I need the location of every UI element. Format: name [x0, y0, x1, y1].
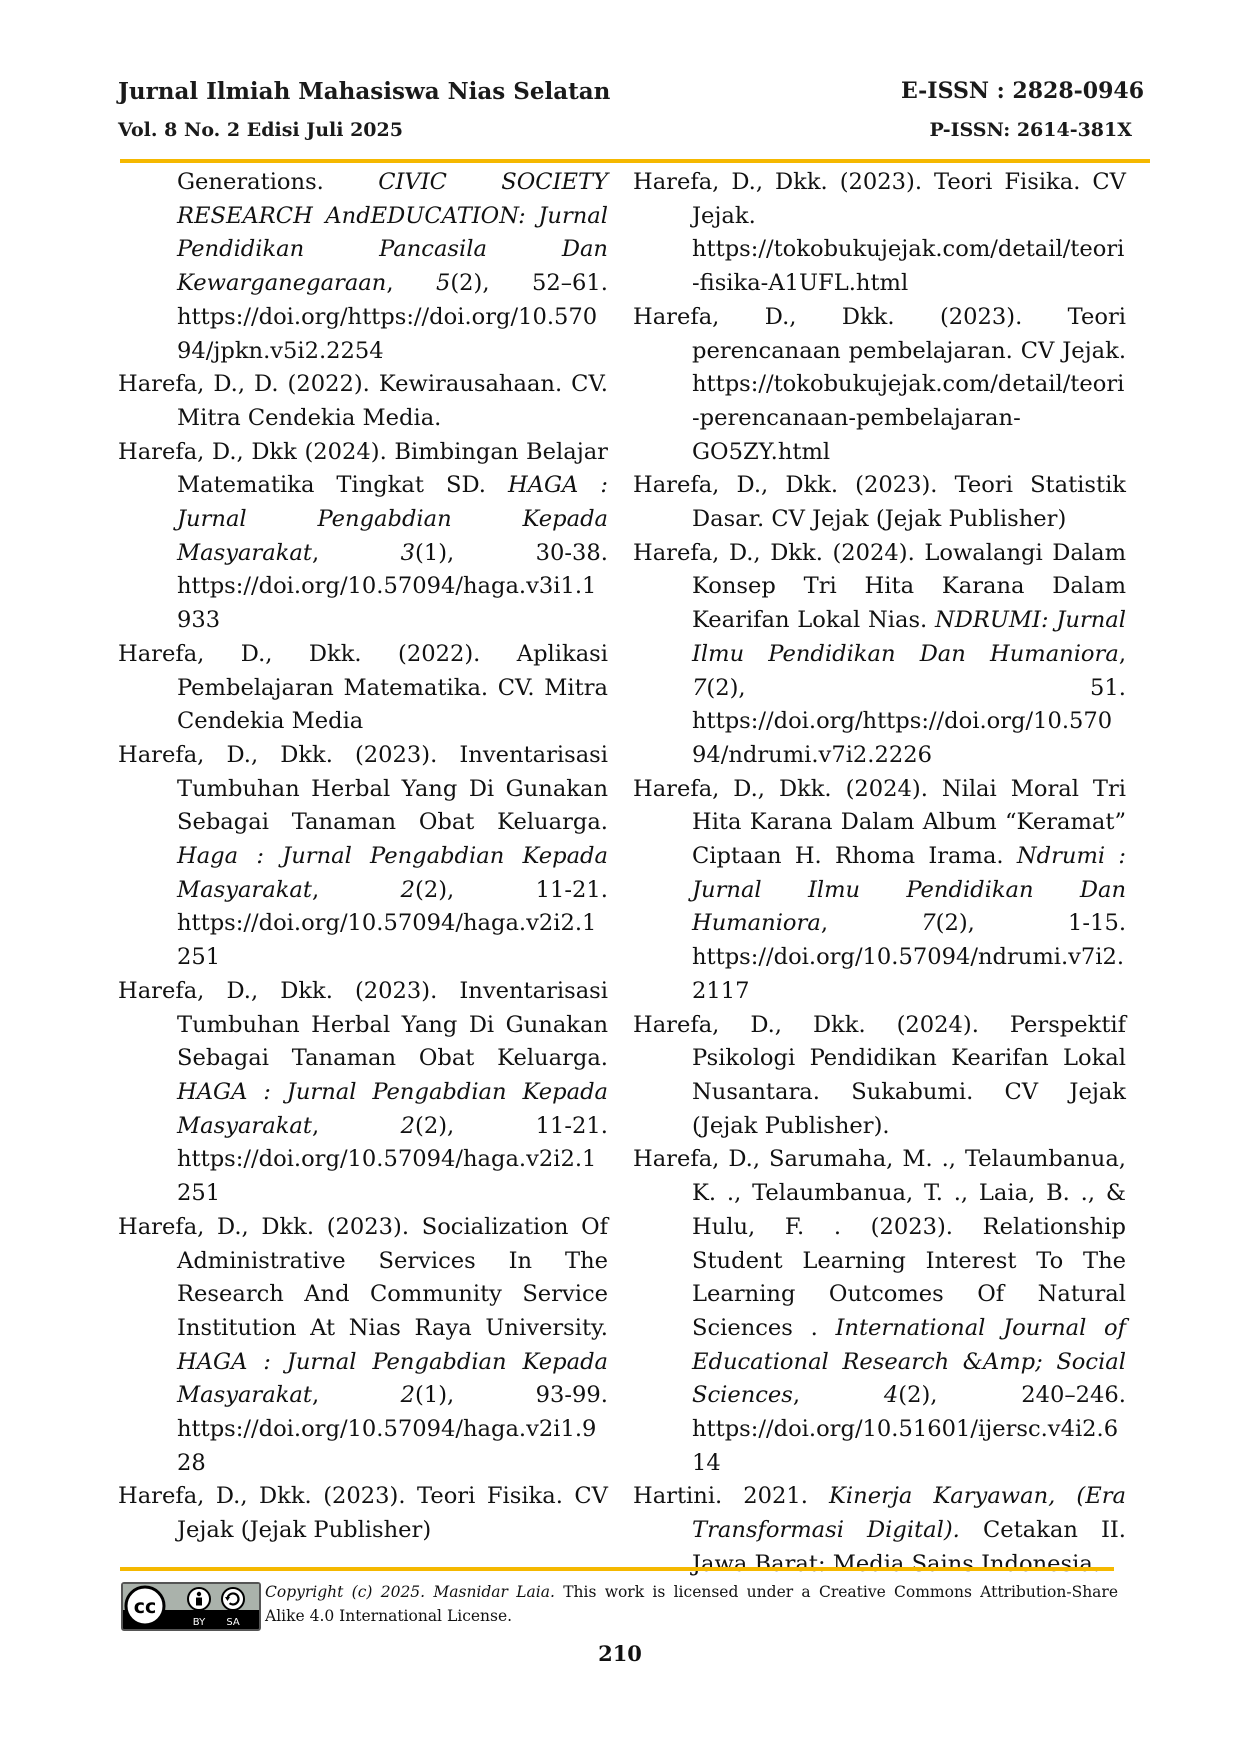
- reference-entry: Harefa, D., Dkk. (2023). Teori Statistik…: [633, 469, 1126, 536]
- reference-italic-text: NDRUMI: Jurnal Ilmu Pendidikan Dan Human…: [692, 607, 1126, 667]
- reference-italic-text: 2: [400, 1112, 415, 1139]
- reference-italic-text: Kinerja Karyawan, (Era Transformasi Digi…: [692, 1483, 1126, 1544]
- reference-text: Harefa, D., Dkk. (2023). Teori Statistik…: [633, 472, 1126, 533]
- header-rule: [120, 159, 1150, 163]
- reference-text: (2), 52–61. https://doi.org/https://doi.…: [177, 270, 608, 364]
- reference-text: ,: [311, 539, 401, 566]
- volume-edition: Vol. 8 No. 2 Edisi Juli 2025: [118, 119, 403, 141]
- reference-entry: Harefa, D., Dkk. (2023). Teori Fisika. C…: [118, 1480, 608, 1547]
- reference-text: (2), 240–246. https://doi.org/10.51601/i…: [692, 1382, 1126, 1476]
- by-label: BY: [193, 1617, 206, 1628]
- reference-entry-continued: Generations. CIVIC SOCIETY RESEARCH AndE…: [118, 166, 608, 368]
- reference-text: ,: [386, 270, 436, 297]
- reference-entry: Harefa, D., Dkk. (2024). Lowalangi Dalam…: [633, 537, 1126, 773]
- reference-text: ,: [820, 910, 922, 937]
- reference-text: Harefa, D., Dkk. (2023). Teori perencana…: [633, 303, 1126, 465]
- reference-text: Generations.: [177, 169, 379, 195]
- reference-text: Harefa, D., Dkk. (2023). Teori Fisika. C…: [633, 169, 1126, 297]
- reference-text: (2), 11-21. https://doi.org/10.57094/hag…: [177, 876, 608, 971]
- reference-italic-text: 4: [883, 1382, 899, 1409]
- license-notice: Copyright (c) 2025. Masnidar Laia. This …: [265, 1580, 1118, 1628]
- reference-text: Harefa, D., D. (2022). Kewirausahaan. CV…: [118, 371, 608, 431]
- cc-logo-icon: [124, 1585, 166, 1627]
- reference-italic-text: 2: [400, 1382, 415, 1409]
- reference-text: Hartini. 2021.: [633, 1483, 830, 1510]
- reference-text: Cetakan II. Jawa Barat: Media Sains Indo…: [692, 1517, 1126, 1577]
- references-right-column: Harefa, D., Dkk. (2023). Teori Fisika. C…: [633, 166, 1126, 1582]
- reference-entry: Harefa, D., Dkk (2024). Bimbingan Belaja…: [118, 436, 608, 638]
- license-statement: This work is licensed under a Creative C…: [265, 1583, 1118, 1625]
- reference-text: Harefa, D., Dkk. (2024). Nilai Moral Tri…: [633, 775, 1126, 870]
- reference-entry: Hartini. 2021. Kinerja Karyawan, (Era Tr…: [633, 1480, 1126, 1581]
- reference-italic-text: 5: [435, 270, 451, 297]
- reference-text: Harefa, D., Dkk (2024). Bimbingan Belaja…: [118, 438, 608, 499]
- reference-italic-text: HAGA : Jurnal Pengabdian Kepada Masyarak…: [177, 472, 608, 566]
- reference-entry: Harefa, D., Dkk. (2023). Socialization O…: [118, 1211, 608, 1481]
- reference-text: ,: [311, 1112, 401, 1139]
- reference-italic-text: Ndrumi : Jurnal Ilmu Pendidikan Dan Huma…: [692, 843, 1126, 937]
- reference-entry: Harefa, D., D. (2022). Kewirausahaan. CV…: [118, 368, 608, 435]
- reference-text: Harefa, D., Dkk. (2024). Perspektif Psik…: [633, 1011, 1126, 1139]
- reference-italic-text: Haga : Jurnal Pengabdian Kepada Masyarak…: [177, 843, 608, 903]
- reference-italic-text: HAGA : Jurnal Pengabdian Kepada Masyarak…: [177, 1078, 608, 1139]
- reference-italic-text: 7: [921, 910, 936, 937]
- reference-text: Harefa, D., Dkk. (2023). Socialization O…: [118, 1213, 608, 1341]
- reference-entry: Harefa, D., Dkk. (2023). Teori perencana…: [633, 301, 1126, 470]
- sa-label: SA: [226, 1617, 240, 1628]
- journal-title: Jurnal Ilmiah Mahasiswa Nias Selatan: [118, 78, 611, 105]
- reference-text: ,: [1118, 640, 1126, 667]
- reference-entry: Harefa, D., Dkk. (2023). Teori Fisika. C…: [633, 166, 1126, 301]
- reference-italic-text: 3: [400, 539, 415, 566]
- reference-entry: Harefa, D., Dkk. (2022). Aplikasi Pembel…: [118, 638, 608, 739]
- reference-entry: Harefa, D., Dkk. (2024). Nilai Moral Tri…: [633, 773, 1126, 1009]
- reference-text: Harefa, D., Dkk. (2022). Aplikasi Pembel…: [118, 640, 608, 735]
- reference-italic-text: CIVIC SOCIETY RESEARCH AndEDUCATION: Jur…: [177, 169, 608, 297]
- cc-logo-text: cc: [134, 1596, 157, 1618]
- reference-text: ,: [311, 1382, 401, 1409]
- reference-text: (1), 30-38. https://doi.org/10.57094/hag…: [177, 539, 608, 634]
- e-issn: E-ISSN : 2828-0946: [900, 78, 1144, 104]
- reference-italic-text: 7: [692, 674, 707, 701]
- reference-text: Harefa, D., Dkk. (2023). Inventarisasi T…: [118, 741, 608, 836]
- page-number: 210: [598, 1641, 642, 1666]
- reference-italic-text: HAGA : Jurnal Pengabdian Kepada Masyarak…: [177, 1348, 608, 1409]
- reference-italic-text: International Journal of Educational Res…: [692, 1314, 1127, 1409]
- copyright-line: Copyright (c) 2025. Masnidar Laia.: [265, 1583, 555, 1601]
- reference-text: Harefa, D., Dkk. (2023). Inventarisasi T…: [118, 977, 608, 1072]
- reference-entry: Harefa, D., Dkk. (2023). Inventarisasi T…: [118, 975, 608, 1211]
- reference-entry: Harefa, D., Dkk. (2023). Inventarisasi T…: [118, 739, 608, 975]
- cc-by-sa-license-badge[interactable]: cc BY SA: [121, 1582, 261, 1631]
- reference-text: Harefa, D., Dkk. (2024). Lowalangi Dalam…: [633, 539, 1126, 634]
- reference-text: (2), 11-21. https://doi.org/10.57094/hag…: [177, 1112, 608, 1207]
- share-alike-icon: [221, 1587, 245, 1611]
- reference-text: ,: [792, 1382, 884, 1409]
- p-issn: P-ISSN: 2614-381X: [929, 119, 1132, 141]
- reference-text: ,: [311, 876, 401, 903]
- reference-text: Harefa, D., Dkk. (2023). Teori Fisika. C…: [118, 1483, 608, 1544]
- reference-text: (2), 1-15. https://doi.org/10.57094/ndru…: [692, 910, 1126, 1004]
- reference-text: Harefa, D., Sarumaha, M. ., Telaumbanua,…: [633, 1146, 1126, 1341]
- footer-rule: [120, 1567, 1114, 1571]
- reference-entry: Harefa, D., Dkk. (2024). Perspektif Psik…: [633, 1009, 1126, 1144]
- reference-text: (2), 51. https://doi.org/https://doi.org…: [692, 674, 1126, 768]
- references-left-column: Generations. CIVIC SOCIETY RESEARCH AndE…: [118, 166, 608, 1548]
- reference-entry: Harefa, D., Sarumaha, M. ., Telaumbanua,…: [633, 1143, 1126, 1480]
- reference-italic-text: 2: [400, 876, 415, 903]
- reference-text: (1), 93-99. https://doi.org/10.57094/hag…: [177, 1382, 608, 1476]
